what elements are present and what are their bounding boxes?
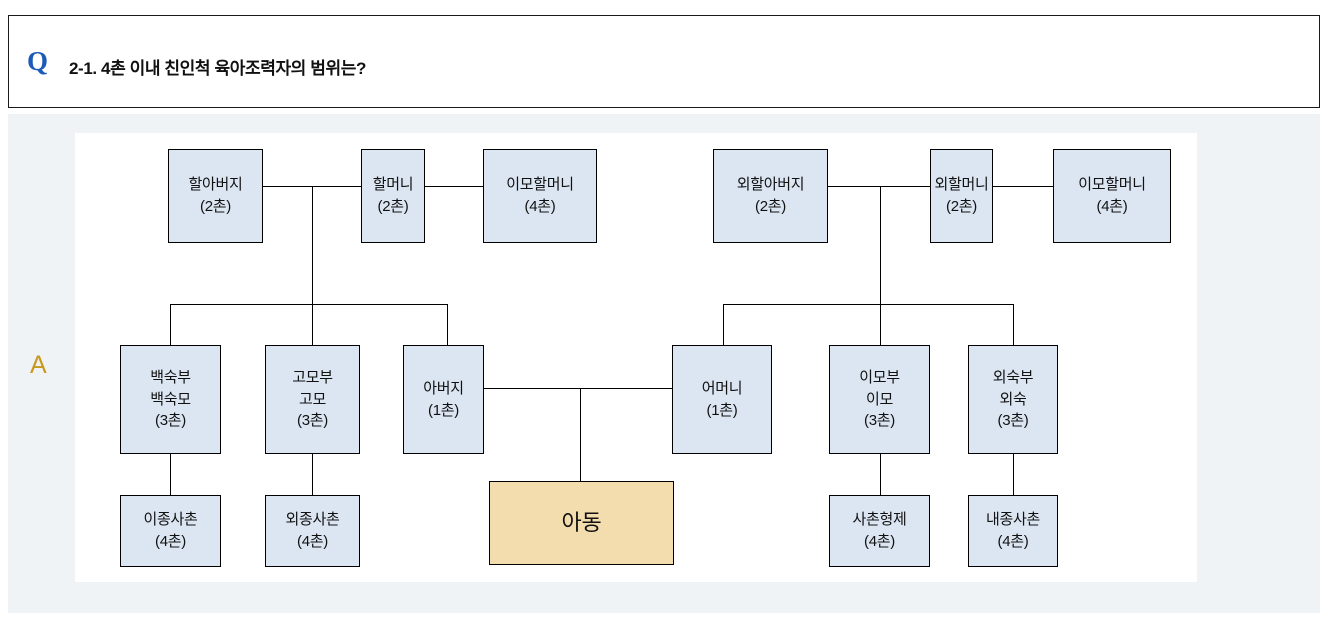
connector-to-father <box>447 304 449 345</box>
node-cousin-naejong[interactable]: 내종사촌 (4촌) <box>968 495 1058 567</box>
connector-grandaunt-paternal <box>425 186 483 188</box>
node-cousin-sachon[interactable]: 사촌형제 (4촌) <box>829 495 930 567</box>
node-degree-line: (4촌) <box>1096 198 1128 215</box>
connector-paternal-drop <box>312 186 314 306</box>
connector-to-cousin-naejong <box>1013 454 1015 495</box>
node-label-line: 어머니 <box>701 379 743 397</box>
node-label-line: 외할머니 <box>934 176 989 194</box>
node-label-line: 이모할머니 <box>506 176 574 194</box>
node-label-line: 할머니 <box>372 176 414 194</box>
connector-to-aunt-maternal <box>880 304 882 345</box>
node-grandfather[interactable]: 할아버지 (2촌) <box>168 149 263 243</box>
node-aunt-paternal[interactable]: 고모부 고모 (3촌) <box>265 345 360 454</box>
node-label-line: 이종사촌 <box>143 511 198 529</box>
node-label-line: 외숙부 <box>992 368 1034 386</box>
node-degree-line: (3촌) <box>864 412 895 430</box>
question-header: Q 2-1. 4촌 이내 친인척 육아조력자의 범위는? <box>8 15 1320 108</box>
node-label-line: 고모 <box>298 390 326 408</box>
node-cousin-oejong[interactable]: 외종사촌 (4촌) <box>265 495 360 567</box>
node-degree-line: (3촌) <box>297 412 328 430</box>
node-grandaunt-paternal[interactable]: 이모할머니 (4촌) <box>483 149 597 243</box>
node-label-line: 할아버지 <box>188 176 243 194</box>
node-degree-line: (4촌) <box>524 198 556 215</box>
node-degree-line: (4촌) <box>297 533 328 550</box>
question-title: 2-1. 4촌 이내 친인척 육아조력자의 범위는? <box>69 59 366 78</box>
node-label-line: 백숙부 <box>150 368 191 386</box>
node-label-line: 내종사촌 <box>985 511 1040 529</box>
connector-to-mother <box>723 304 725 345</box>
connector-to-aunt-paternal <box>312 304 314 345</box>
node-maternal-grandfather[interactable]: 외할아버지 (2촌) <box>713 149 828 243</box>
connector-to-cousin-sachon <box>880 454 882 495</box>
node-degree-line: (2촌) <box>377 198 409 215</box>
node-uncle-paternal[interactable]: 백숙부 백숙모 (3촌) <box>120 345 221 454</box>
connector-paternal-sibling-bus <box>170 304 448 306</box>
node-degree-line: (4촌) <box>155 533 186 550</box>
node-label-line: 외숙 <box>999 390 1027 408</box>
connector-to-cousin-ijong <box>170 454 172 495</box>
node-label-line: 이모할머니 <box>1078 176 1146 194</box>
answer-marker: A <box>30 351 47 379</box>
connector-maternal-marriage <box>828 186 930 188</box>
node-label-line: 백숙모 <box>150 390 191 408</box>
connector-to-cousin-oejong <box>312 454 314 495</box>
family-tree-diagram: 할아버지 (2촌) 할머니 (2촌) 이모할머니 (4촌) 외할아버지 (2촌)… <box>75 133 1197 582</box>
node-degree-line: (2촌) <box>755 198 786 215</box>
node-degree-line: (3촌) <box>997 412 1029 430</box>
node-aunt-maternal[interactable]: 이모부 이모 (3촌) <box>829 345 930 454</box>
connector-to-child <box>580 388 582 496</box>
node-label-line: 아버지 <box>423 379 464 397</box>
node-grandaunt-maternal[interactable]: 이모할머니 (4촌) <box>1053 149 1171 243</box>
node-uncle-maternal[interactable]: 외숙부 외숙 (3촌) <box>968 345 1058 454</box>
node-degree-line: (3촌) <box>155 412 186 430</box>
node-degree-line: (2촌) <box>200 198 231 215</box>
node-degree-line: (4촌) <box>997 533 1029 550</box>
connector-grandaunt-maternal <box>993 186 1053 188</box>
node-child[interactable]: 아동 <box>489 481 674 565</box>
node-degree-line: (2촌) <box>946 198 977 215</box>
node-grandmother[interactable]: 할머니 (2촌) <box>361 149 425 243</box>
node-degree-line: (4촌) <box>864 533 895 550</box>
node-label-line: 외종사촌 <box>285 511 340 529</box>
answer-body: A 할아버지 (2촌) 할머니 (2촌) <box>8 114 1320 613</box>
node-father[interactable]: 아버지 (1촌) <box>403 345 484 454</box>
node-label-line: 사촌형제 <box>852 511 907 529</box>
node-degree-line: (1촌) <box>706 401 738 419</box>
node-mother[interactable]: 어머니 (1촌) <box>672 345 772 454</box>
node-label-line: 고모부 <box>292 368 333 386</box>
connector-maternal-sibling-bus <box>723 304 1013 306</box>
connector-to-uncle-maternal <box>1013 304 1015 345</box>
node-degree-line: (1촌) <box>428 401 459 419</box>
node-label-line: 아동 <box>561 510 602 536</box>
connector-to-uncle-paternal <box>170 304 172 345</box>
node-label-line: 이모 <box>865 390 893 408</box>
node-label-line: 이모부 <box>859 368 900 386</box>
connector-parents-marriage <box>484 388 724 390</box>
node-cousin-ijong[interactable]: 이종사촌 (4촌) <box>120 495 221 567</box>
question-marker: Q <box>27 46 49 76</box>
connector-maternal-drop <box>880 186 882 306</box>
node-maternal-grandmother[interactable]: 외할머니 (2촌) <box>930 149 993 243</box>
node-label-line: 외할아버지 <box>736 176 805 194</box>
